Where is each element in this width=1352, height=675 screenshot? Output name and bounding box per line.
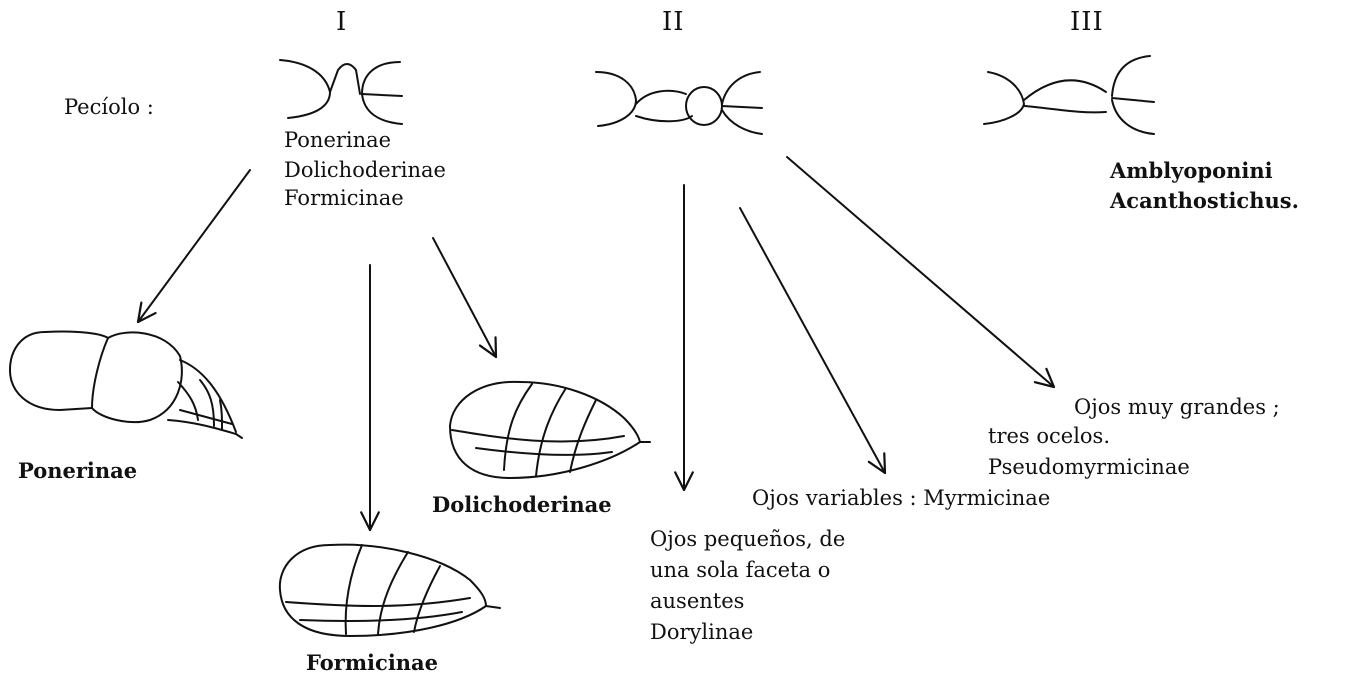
arrow-to-myrmicinae	[740, 208, 885, 473]
gaster-label-formicinae: Formicinae	[306, 650, 438, 675]
type-three-group: Acanthostichus.	[1110, 188, 1299, 213]
formicinae-gaster-drawing	[280, 545, 500, 636]
type-one-subfamily: Ponerinae	[284, 128, 391, 153]
type-three-group: Amblyoponini	[1110, 158, 1273, 183]
group-three-heading: III	[1070, 10, 1104, 35]
myrmicinae-note: Ojos variables : Myrmicinae	[752, 486, 1050, 511]
arrow-to-dolichoderinae	[433, 238, 496, 357]
petiole-type-two-drawing	[596, 72, 762, 134]
pseudomyrmicinae-note-line: tres ocelos.	[988, 424, 1110, 449]
dorylinae-note-line: una sola faceta o	[650, 558, 830, 583]
group-one-heading: I	[336, 10, 347, 35]
arrow-to-ponerinae	[138, 170, 250, 322]
gaster-label-ponerinae: Ponerinae	[18, 458, 137, 483]
arrow-to-pseudomyrmicinae	[787, 157, 1054, 387]
petiole-type-one-drawing	[280, 60, 402, 124]
ponerinae-gaster-drawing	[10, 331, 242, 438]
pseudomyrmicinae-note-line: Ojos muy grandes ;	[1074, 395, 1280, 420]
type-one-subfamily: Dolichoderinae	[284, 158, 446, 183]
petiole-type-three-drawing	[984, 56, 1154, 134]
type-one-subfamily: Formicinae	[284, 186, 404, 211]
dolichoderinae-gaster-drawing	[450, 382, 650, 478]
arrows	[138, 157, 1054, 530]
petiole-label: Pecíolo :	[64, 95, 154, 120]
dorylinae-note-line: Ojos pequeños, de	[650, 527, 845, 552]
gaster-label-dolichoderinae: Dolichoderinae	[432, 492, 612, 517]
dorylinae-note-line: ausentes	[650, 589, 744, 614]
pseudomyrmicinae-note-line: Pseudomyrmicinae	[988, 455, 1190, 480]
group-two-heading: II	[662, 10, 685, 35]
dorylinae-note-line: Dorylinae	[650, 620, 753, 645]
